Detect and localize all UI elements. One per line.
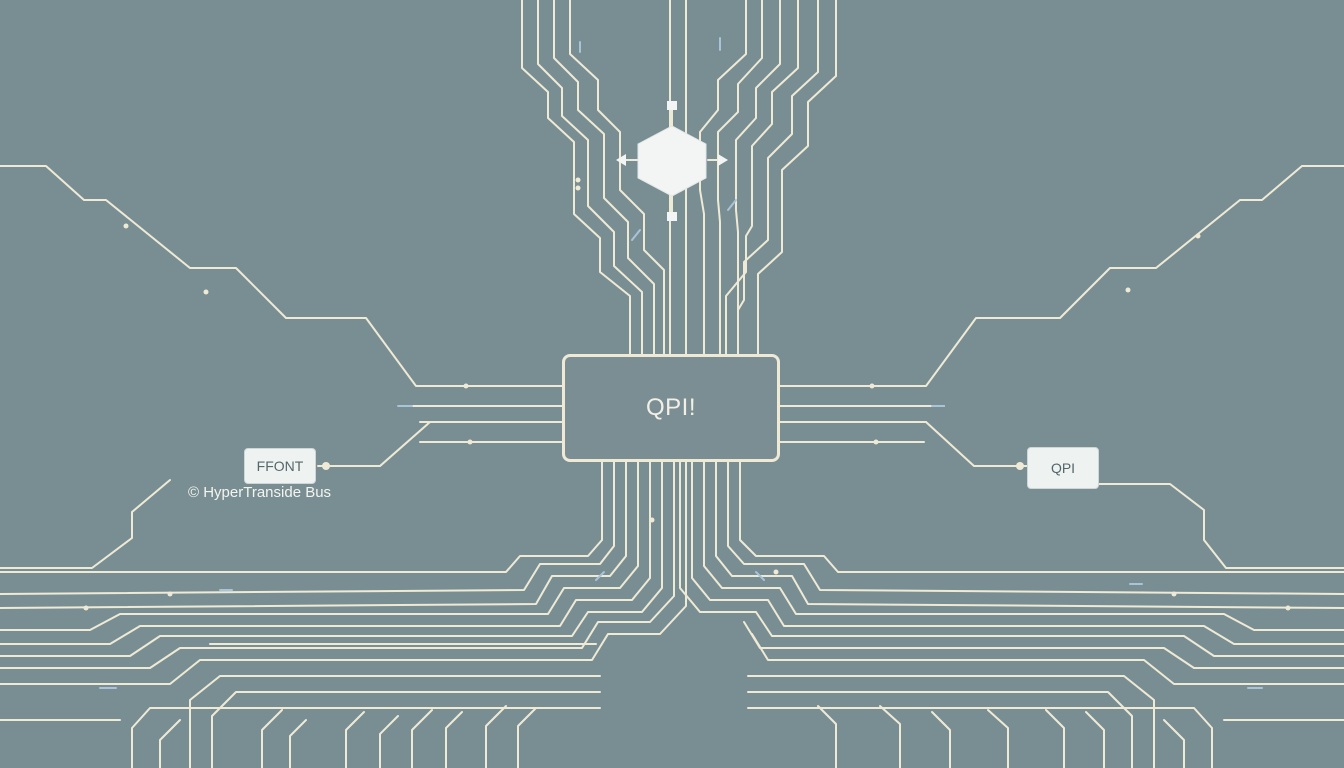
trace-lower-left-19 bbox=[445, 711, 463, 768]
junction-dot bbox=[167, 591, 173, 597]
trace-lower-right-5 bbox=[691, 461, 1344, 645]
trace-lower-left-3 bbox=[0, 461, 627, 609]
trace-lower-right-10 bbox=[747, 691, 1133, 768]
trace-accent-marks bbox=[99, 37, 1263, 689]
trace-upper-10 bbox=[757, 0, 837, 355]
trace-lower-left-15 bbox=[289, 719, 307, 768]
trace-junction-dots bbox=[83, 177, 1291, 611]
trace-lower-left-8 bbox=[0, 461, 687, 685]
bus-caption: © HyperTranside Bus bbox=[188, 484, 332, 501]
accent-mark bbox=[595, 571, 605, 581]
trace-lower-right-8 bbox=[751, 633, 1344, 685]
accent-mark bbox=[755, 571, 765, 581]
trace-upper-5 bbox=[699, 0, 747, 355]
junction-dot bbox=[869, 383, 875, 389]
trace-right-1 bbox=[779, 165, 1344, 387]
trace-lower-left-6 bbox=[0, 461, 663, 657]
trace-lower-left-12 bbox=[131, 707, 601, 768]
accent-mark bbox=[727, 199, 737, 211]
right-tag-label: QPI bbox=[1050, 460, 1076, 476]
trace-lower-left-13 bbox=[159, 719, 181, 768]
tag-left-connector bbox=[322, 462, 330, 470]
junction-dot bbox=[575, 177, 581, 183]
junction-dot bbox=[467, 439, 473, 445]
trace-lower-right-15 bbox=[931, 711, 951, 768]
junction-dot bbox=[123, 223, 129, 229]
junction-dot bbox=[873, 439, 879, 445]
trace-lower-left-5 bbox=[0, 461, 651, 645]
trace-lower-right-2 bbox=[727, 461, 1344, 595]
trace-upper-9 bbox=[737, 0, 819, 355]
trace-upper-8 bbox=[725, 0, 799, 355]
trace-lower-right-12 bbox=[1163, 719, 1185, 768]
tag-connectors bbox=[322, 462, 1024, 470]
chip-label: QPI! bbox=[645, 394, 696, 421]
trace-upper-6 bbox=[717, 0, 763, 355]
accent-mark bbox=[631, 229, 641, 241]
left-tag-label: FFONT bbox=[256, 458, 304, 474]
trace-lower-left-21 bbox=[517, 707, 537, 768]
junction-dot bbox=[649, 517, 655, 523]
junction-dot bbox=[463, 383, 469, 389]
junction-dot bbox=[1285, 605, 1291, 611]
junction-dot bbox=[1195, 233, 1201, 239]
trace-right-6 bbox=[1098, 483, 1344, 569]
trace-left-5 bbox=[317, 421, 431, 467]
hexagon-node-icon bbox=[616, 101, 728, 221]
hex-arrow-right bbox=[718, 154, 728, 166]
trace-lower-right-4 bbox=[703, 461, 1344, 631]
trace-lower-left-7 bbox=[0, 461, 675, 669]
trace-lower-right-6 bbox=[679, 461, 1344, 657]
trace-lower-right-17 bbox=[1045, 709, 1065, 768]
trace-left-1 bbox=[0, 165, 563, 387]
trace-lower-left-1 bbox=[0, 461, 603, 573]
trace-lower-left-17 bbox=[379, 715, 399, 768]
junction-dot bbox=[575, 185, 581, 191]
junction-dot bbox=[1171, 591, 1177, 597]
trace-upper-1 bbox=[521, 0, 631, 355]
trace-lower-left-4 bbox=[0, 461, 639, 631]
trace-lower-left-18 bbox=[411, 709, 433, 768]
right-tag: QPI bbox=[1027, 447, 1099, 489]
main-chip: QPI! bbox=[562, 354, 780, 462]
trace-lower-left-10 bbox=[189, 675, 601, 768]
trace-lower-left-20 bbox=[485, 705, 507, 768]
left-tag: FFONT bbox=[244, 448, 316, 484]
trace-lower-left-11 bbox=[211, 691, 601, 768]
trace-lower-left-16 bbox=[345, 711, 365, 768]
hex-arrow-left bbox=[616, 154, 626, 166]
trace-upper-3 bbox=[553, 0, 655, 355]
trace-lower-left-2 bbox=[0, 461, 615, 595]
trace-right-5 bbox=[925, 421, 1028, 467]
trace-lower-right-3 bbox=[715, 461, 1344, 609]
junction-dot bbox=[1125, 287, 1131, 293]
trace-left-6 bbox=[0, 479, 171, 569]
hex-port-top bbox=[667, 101, 677, 110]
tag-right-connector bbox=[1016, 462, 1024, 470]
hexagon-node-shape bbox=[637, 125, 707, 197]
junction-dot bbox=[203, 289, 209, 295]
junction-dot bbox=[83, 605, 89, 611]
trace-upper-7 bbox=[735, 0, 781, 355]
trace-lower-right-14 bbox=[879, 705, 901, 768]
trace-lower-left-14 bbox=[261, 709, 283, 768]
junction-dot bbox=[773, 569, 779, 575]
trace-lower-right-18 bbox=[1085, 711, 1105, 768]
trace-lower-right-11 bbox=[747, 707, 1213, 768]
hex-port-bottom bbox=[667, 212, 677, 221]
trace-lower-right-16 bbox=[987, 709, 1009, 768]
trace-upper-2 bbox=[537, 0, 643, 355]
trace-lower-right-13 bbox=[817, 705, 837, 768]
trace-lower-right-1 bbox=[739, 461, 1344, 573]
trace-lower-right-9 bbox=[747, 675, 1155, 768]
